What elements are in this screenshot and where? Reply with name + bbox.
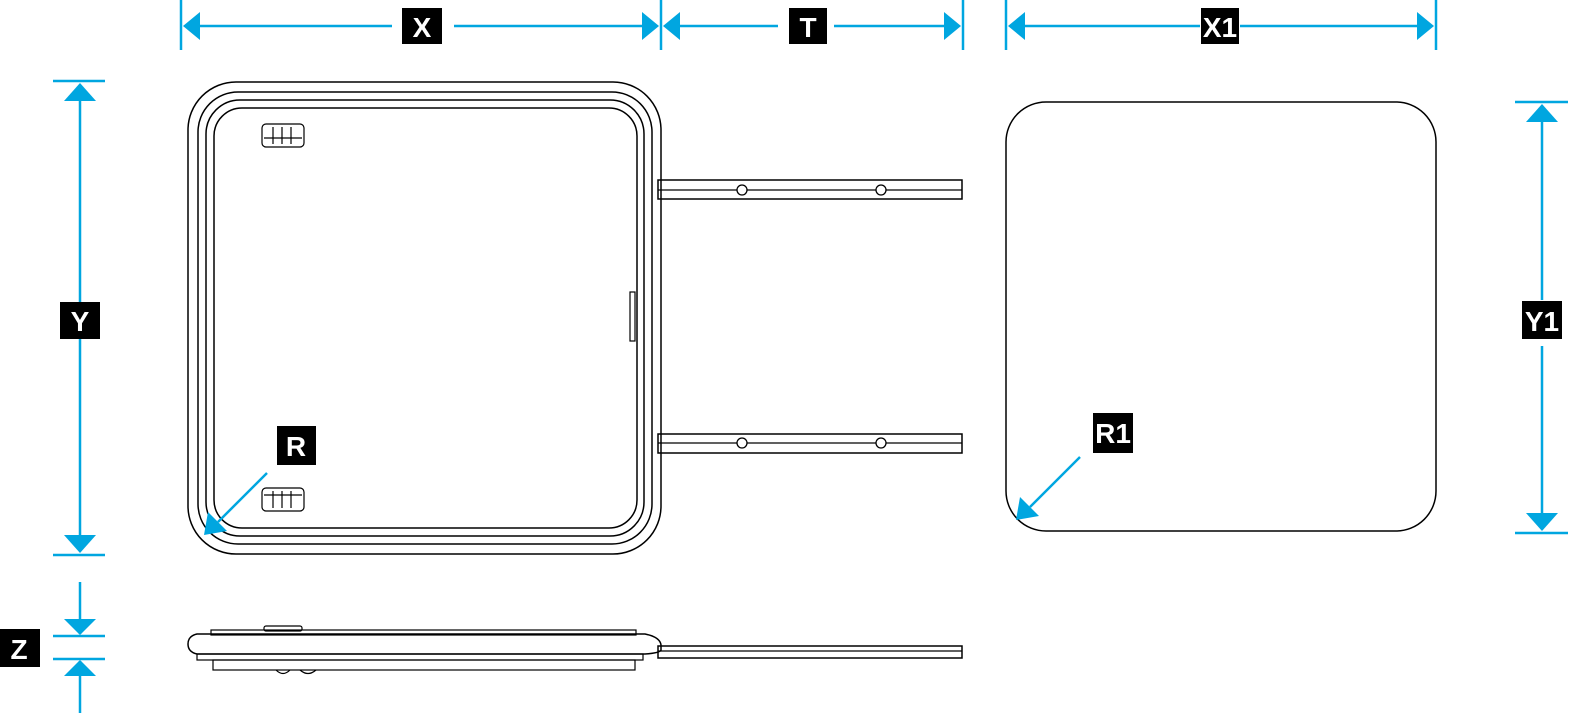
hinge-top [261, 123, 305, 148]
cutout-outline [1005, 101, 1437, 532]
hatch-frame-top-view [187, 81, 662, 555]
dimension-x1: X1 [1004, 0, 1438, 50]
radius-callout-r: R [204, 426, 316, 535]
dimension-y1: Y1 [1515, 100, 1568, 535]
hatch-side-view [187, 625, 963, 675]
label-z: Z [10, 634, 27, 665]
label-r1: R1 [1095, 418, 1131, 449]
label-y1: Y1 [1525, 306, 1559, 337]
dimension-x: X [179, 0, 663, 50]
label-r: R [286, 431, 306, 462]
label-x1: X1 [1203, 12, 1237, 43]
dimension-t: T [663, 0, 965, 50]
radius-callout-r1: R1 [1016, 413, 1133, 520]
label-x: X [413, 12, 432, 43]
dimension-y: Y [53, 79, 105, 557]
mounting-rail-upper [657, 179, 963, 200]
mounting-rail-lower [657, 433, 963, 454]
label-y: Y [71, 306, 90, 337]
hinge-bottom [261, 487, 305, 512]
label-t: T [799, 12, 816, 43]
dimension-z: Z [0, 582, 105, 713]
